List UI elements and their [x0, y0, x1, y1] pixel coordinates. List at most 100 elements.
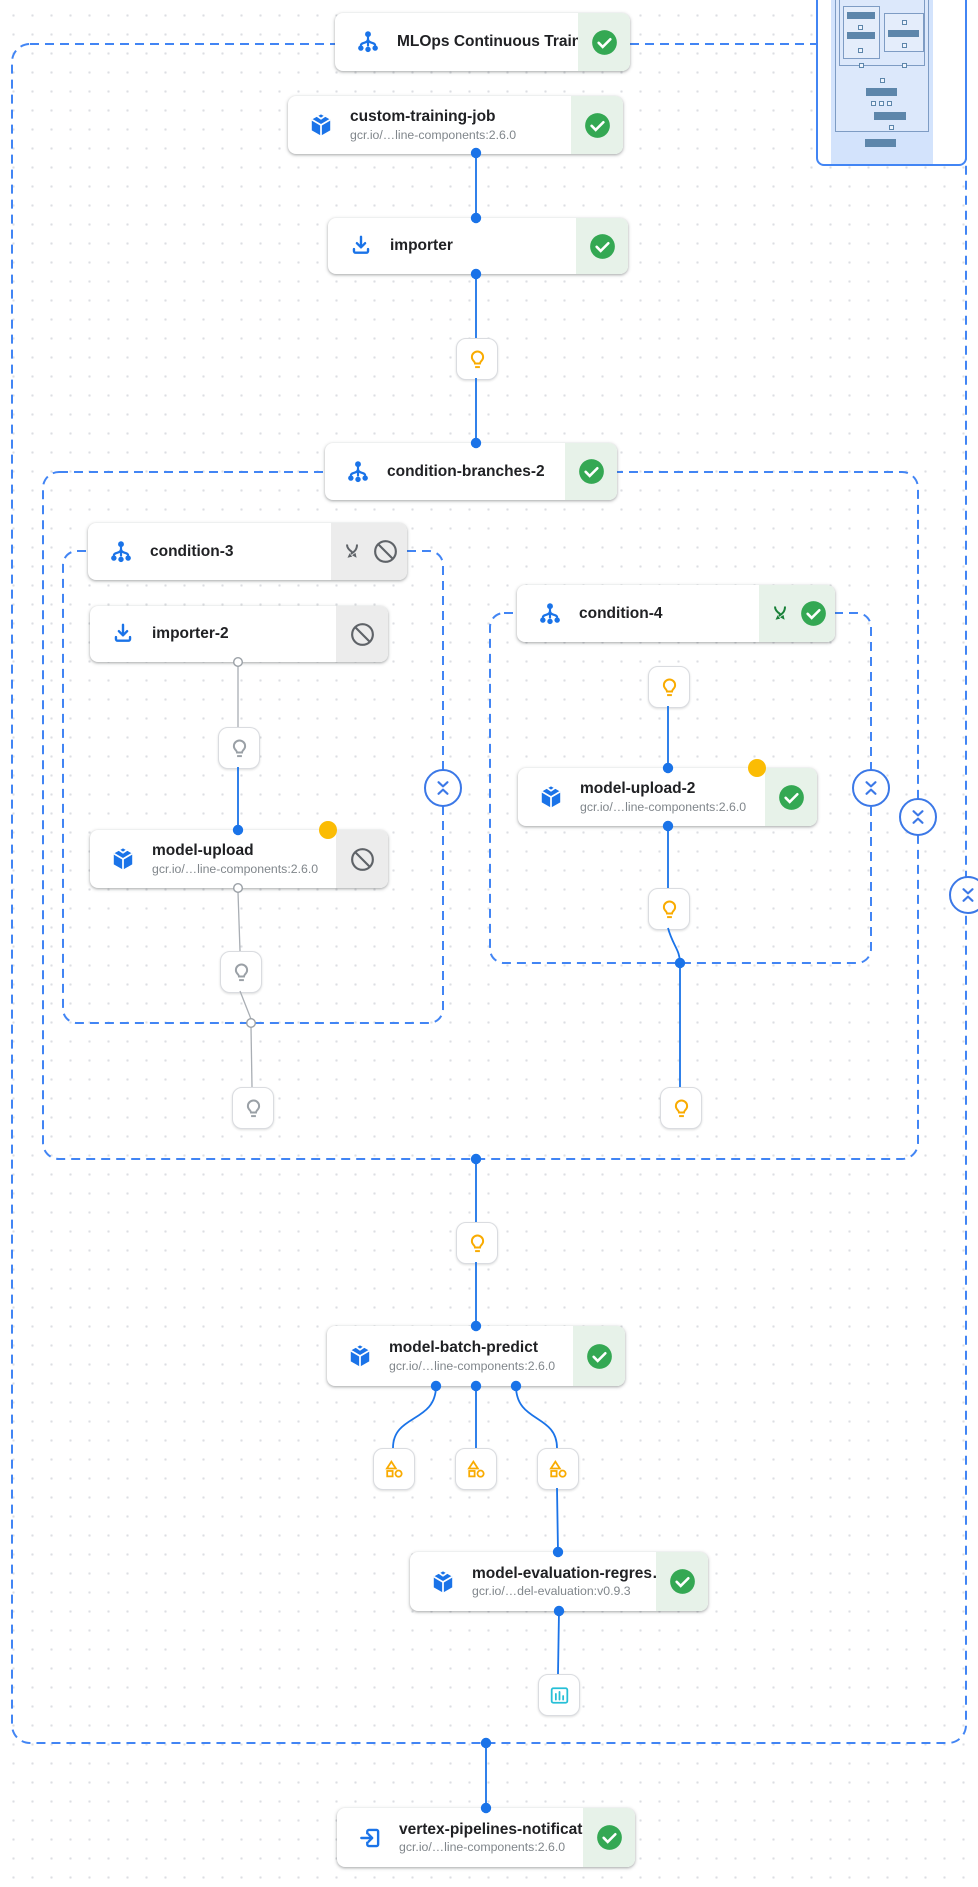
node-title: model-upload-2 [580, 780, 696, 798]
node-vertex-pipelines-notification[interactable]: vertex-pipelines-notificat… gcr.io/…line… [337, 1808, 635, 1867]
collapse-group-button[interactable] [424, 769, 462, 807]
artifact-lightbulb-yellow[interactable] [648, 666, 690, 708]
minimap-artifact-marker [889, 125, 894, 130]
node-importer-2[interactable]: importer-2 [90, 606, 388, 662]
collapse-group-button[interactable] [899, 798, 937, 836]
minimap-artifact-marker [880, 78, 885, 83]
success-check-icon [591, 29, 617, 55]
lightbulb-icon [234, 962, 248, 981]
node-importer[interactable]: importer [328, 218, 628, 274]
node-model-evaluation[interactable]: model-evaluation-regres… gcr.io/…del-eva… [410, 1552, 708, 1611]
container-cube-icon [347, 1343, 373, 1369]
container-cube-icon [430, 1569, 456, 1595]
minimap-artifact-marker [858, 48, 863, 53]
metrics-icon [548, 1459, 567, 1478]
status-section [336, 830, 388, 888]
metrics-icon [466, 1459, 485, 1478]
alert-dot [748, 759, 766, 777]
lightbulb-icon [246, 1098, 260, 1117]
status-section [656, 1552, 708, 1611]
lightbulb-icon [470, 1233, 484, 1252]
minimap-node-bar [866, 88, 897, 96]
minimap-node-bar [847, 12, 875, 19]
status-section [765, 768, 817, 826]
minimap-artifact-marker [871, 101, 876, 106]
node-title: importer [390, 237, 453, 255]
minimap-artifact-marker [887, 101, 892, 106]
minimap-node-bar [888, 30, 919, 37]
node-subtitle: gcr.io/…line-components:2.6.0 [399, 1840, 566, 1854]
node-condition-4[interactable]: condition-4 [517, 585, 835, 642]
status-section [759, 585, 835, 642]
success-check-icon [578, 459, 604, 484]
lightbulb-icon [662, 677, 676, 696]
minimap-artifact-marker [879, 101, 884, 106]
node-title: model-evaluation-regres… [472, 1564, 668, 1582]
container-cube-icon [110, 846, 136, 872]
minimap-artifact-marker [902, 43, 907, 48]
status-section [578, 13, 630, 71]
success-check-icon [800, 601, 826, 626]
unfold-less-icon [912, 810, 924, 824]
metrics-icon [384, 1459, 403, 1478]
minimap[interactable] [816, 0, 967, 166]
artifact-metrics[interactable] [373, 1448, 415, 1490]
artifact-lightbulb-yellow[interactable] [660, 1087, 702, 1129]
success-check-icon [596, 1825, 622, 1850]
minimap-artifact-marker [859, 63, 864, 68]
status-section [571, 96, 623, 154]
success-check-icon [586, 1343, 612, 1369]
minimap-node-bar [847, 32, 875, 39]
unfold-less-icon [865, 781, 877, 795]
skipped-slash-icon [373, 540, 397, 563]
node-condition-branches-2[interactable]: condition-branches-2 [325, 443, 617, 500]
node-title: model-batch-predict [389, 1339, 538, 1357]
lightbulb-icon [674, 1098, 688, 1117]
node-title: MLOps Continuous Traini… [397, 33, 602, 51]
lightbulb-icon [662, 899, 676, 918]
success-check-icon [589, 233, 615, 259]
node-model-upload-2[interactable]: model-upload-2 gcr.io/…line-components:2… [518, 759, 817, 826]
lightbulb-icon [232, 738, 246, 757]
node-custom-training-job[interactable]: custom-training-job gcr.io/…line-compone… [288, 96, 623, 154]
minimap-node-bar [874, 112, 906, 120]
artifact-metrics[interactable] [455, 1448, 497, 1490]
node-title: vertex-pipelines-notificat… [399, 1820, 598, 1838]
artifact-lightbulb-yellow[interactable] [648, 888, 690, 930]
node-title: condition-4 [579, 604, 663, 622]
lightbulb-icon [470, 349, 484, 368]
container-cube-icon [308, 112, 334, 138]
artifact-lightbulb-gray[interactable] [220, 951, 262, 993]
node-title: custom-training-job [350, 108, 496, 126]
condition-tree-icon [108, 539, 134, 565]
status-section [573, 1326, 625, 1386]
skipped-slash-icon [350, 622, 374, 646]
node-model-upload[interactable]: model-upload gcr.io/…line-components:2.6… [90, 821, 388, 888]
node-condition-3[interactable]: condition-3 [88, 523, 407, 580]
split-arrows-icon [345, 543, 358, 558]
artifact-html-chart[interactable] [538, 1674, 580, 1716]
condition-tree-icon [537, 601, 563, 627]
minimap-artifact-marker [858, 25, 863, 30]
collapse-group-button[interactable] [852, 769, 890, 807]
pipeline-tree-icon [355, 29, 381, 55]
collapse-group-button[interactable] [949, 876, 978, 914]
status-section [583, 1808, 635, 1867]
node-title: condition-branches-2 [387, 462, 545, 480]
artifact-lightbulb-gray[interactable] [218, 727, 260, 769]
node-subtitle: gcr.io/…line-components:2.6.0 [580, 799, 747, 814]
alert-dot [319, 821, 337, 839]
importer-download-icon [348, 233, 374, 259]
artifact-lightbulb-gray[interactable] [232, 1087, 274, 1129]
node-model-batch-predict[interactable]: model-batch-predict gcr.io/…line-compone… [327, 1326, 625, 1386]
node-subtitle: gcr.io/…line-components:2.6.0 [350, 127, 517, 142]
artifact-lightbulb-yellow[interactable] [456, 1222, 498, 1264]
exit-to-app-icon [357, 1825, 383, 1851]
condition-tree-icon [345, 459, 371, 485]
artifact-lightbulb-yellow[interactable] [456, 338, 498, 380]
node-title: importer-2 [152, 625, 229, 643]
split-arrows-icon [773, 605, 786, 620]
artifact-metrics[interactable] [537, 1448, 579, 1490]
node-mlops-root[interactable]: MLOps Continuous Traini… [335, 13, 630, 71]
